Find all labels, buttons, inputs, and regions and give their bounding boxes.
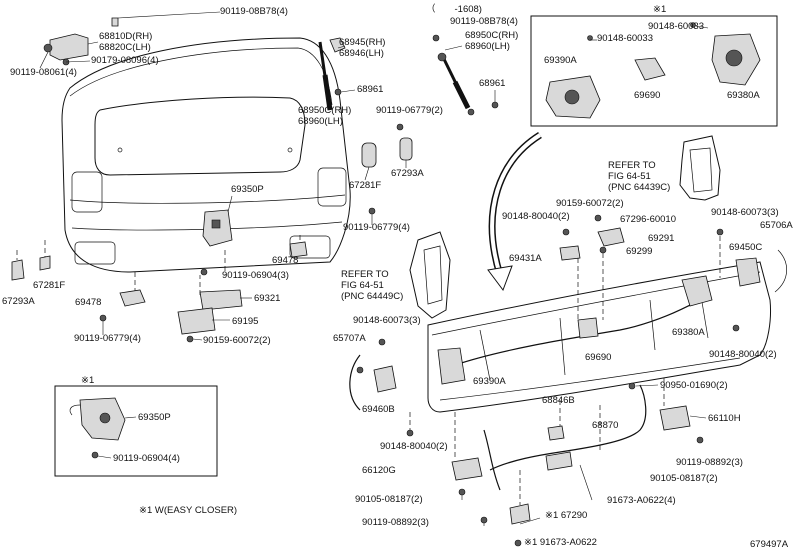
callout-label-l49: 90148-60073(3) <box>711 207 779 218</box>
callout-label-l28: ※1 W(EASY CLOSER) <box>139 505 237 516</box>
callout-label-l46: 69291 <box>648 233 674 244</box>
callout-label-l72: ※1 67290 <box>545 510 587 521</box>
callout-label-l16: 69478 <box>272 255 298 266</box>
callout-label-l69: 90119-08892(3) <box>676 457 743 468</box>
callout-label-l67: 66120G <box>362 465 396 476</box>
callout-label-l73: 90119-08892(3) <box>362 517 429 528</box>
lock-part <box>202 195 233 247</box>
callout-label-l48: 69431A <box>509 253 542 264</box>
inner-door-panel <box>427 261 771 413</box>
callout-label-l56: 65707A <box>333 333 366 344</box>
callout-label-l70: 90105-08187(2) <box>355 494 423 505</box>
bumper-part <box>361 123 413 225</box>
callout-label-l60: 90148-80040(2) <box>709 349 777 360</box>
callout-label-l52: REFER TO <box>341 269 389 280</box>
callout-label-l09: 68950C(RH) <box>298 105 351 116</box>
callout-label-l75: 679497A <box>750 539 789 550</box>
callout-label-l54: (PNC 64449C) <box>341 291 403 302</box>
callout-label-l31: 68950C(RH) <box>465 30 518 41</box>
callout-label-l19: 69195 <box>232 316 258 327</box>
callout-label-l39: 69380A <box>727 90 760 101</box>
callout-label-l30: 90119-08B78(4) <box>450 16 518 27</box>
callout-label-l63: 68846B <box>542 395 575 406</box>
callout-label-l59: 69390A <box>473 376 506 387</box>
callout-label-l43: 90159-60072(2) <box>556 198 624 209</box>
callout-label-l15: 90119-06779(4) <box>343 222 410 233</box>
curved-arrow <box>487 132 542 292</box>
callout-label-l13: 67281F <box>349 180 381 191</box>
callout-label-l12: 67293A <box>391 168 424 179</box>
hinge-part <box>39 33 99 69</box>
callout-label-l17: 90119-06904(3) <box>222 270 289 281</box>
callout-label-l42: (PNC 64439C) <box>608 182 670 193</box>
callout-label-l45: 67296-60010 <box>620 214 676 225</box>
callout-label-l50: 65706A <box>760 220 793 231</box>
callout-label-l34: ※1 <box>653 4 666 15</box>
lower-assemblies <box>349 338 707 547</box>
callout-label-l61: 69460B <box>362 404 395 415</box>
callout-label-l41: FIG 64-51 <box>608 171 651 182</box>
callout-label-l25: ※1 <box>81 375 94 386</box>
inset-box-top-right <box>530 15 778 127</box>
callout-label-l58: 69690 <box>585 352 611 363</box>
callout-label-l03: 68820C(LH) <box>99 42 151 53</box>
callout-label-l04: 90179-08096(4) <box>91 55 159 66</box>
callout-label-l51: 69450C <box>729 242 762 253</box>
callout-label-l33: 68961 <box>479 78 505 89</box>
callout-label-l26: 69350P <box>138 412 171 423</box>
callout-label-l57: 69380A <box>672 327 705 338</box>
callout-label-l29: （ -1608) <box>426 3 482 15</box>
callout-label-l18: 69321 <box>254 293 280 304</box>
callout-label-l14: 69350P <box>231 184 264 195</box>
callout-label-l38: 69690 <box>634 90 660 101</box>
trim-panel-lower <box>409 231 451 319</box>
strut-detail <box>413 5 525 125</box>
callout-label-l74: ※1 91673-A0622 <box>524 537 597 548</box>
callout-label-l36: 90148-60033 <box>597 33 653 44</box>
callout-label-l71: 91673-A0622(4) <box>607 495 676 506</box>
callout-label-l37: 69390A <box>544 55 577 66</box>
callout-label-l22: 67293A <box>2 296 35 307</box>
callout-label-l21: 67281F <box>33 280 65 291</box>
callout-label-l65: 66110H <box>708 413 741 424</box>
callout-label-l01: 90119-08B78(4) <box>220 6 288 17</box>
callout-label-l32: 68960(LH) <box>465 41 510 52</box>
callout-label-l06: 68945(RH) <box>339 37 385 48</box>
callout-label-l20: 90159-60072(2) <box>203 335 271 346</box>
callout-label-l24: 90119-06779(4) <box>74 333 141 344</box>
small-parts-right <box>559 214 787 332</box>
callout-label-l53: FIG 64-51 <box>341 280 384 291</box>
callout-label-l44: 90148-80040(2) <box>502 211 570 222</box>
trim-panel-upper <box>679 135 721 201</box>
callout-label-l55: 90148-60073(3) <box>353 315 421 326</box>
bolt-part <box>111 11 221 27</box>
callout-label-l40: REFER TO <box>608 160 656 171</box>
back-door-panel <box>61 37 351 273</box>
callout-label-l35: 90148-60033 <box>648 21 704 32</box>
callout-label-l10: 68960(LH) <box>298 116 343 127</box>
callout-label-l11: 90119-06779(2) <box>376 105 443 116</box>
callout-labels: 90119-08B78(4) 68810D(RH)68820C(LH) 90179-… <box>2 3 793 550</box>
callout-label-l47: 69299 <box>626 246 652 257</box>
callout-label-l07: 68946(LH) <box>339 48 384 59</box>
callout-label-l64: 68870 <box>592 420 618 431</box>
callout-label-l05: 90119-08061(4) <box>10 67 77 78</box>
callout-label-l08: 68961 <box>357 84 383 95</box>
callout-label-l27: 90119-06904(4) <box>113 453 180 464</box>
inset-box-easy-closer <box>54 385 218 477</box>
callout-label-l68: 90105-08187(2) <box>650 473 718 484</box>
callout-label-l23: 69478 <box>75 297 101 308</box>
callout-label-l02: 68810D(RH) <box>99 31 152 42</box>
small-parts-left <box>11 241 308 343</box>
callout-label-l66: 90148-80040(2) <box>380 441 448 452</box>
gas-strut-part <box>318 37 356 111</box>
callout-label-l62: 90950-01690(2) <box>660 380 728 391</box>
